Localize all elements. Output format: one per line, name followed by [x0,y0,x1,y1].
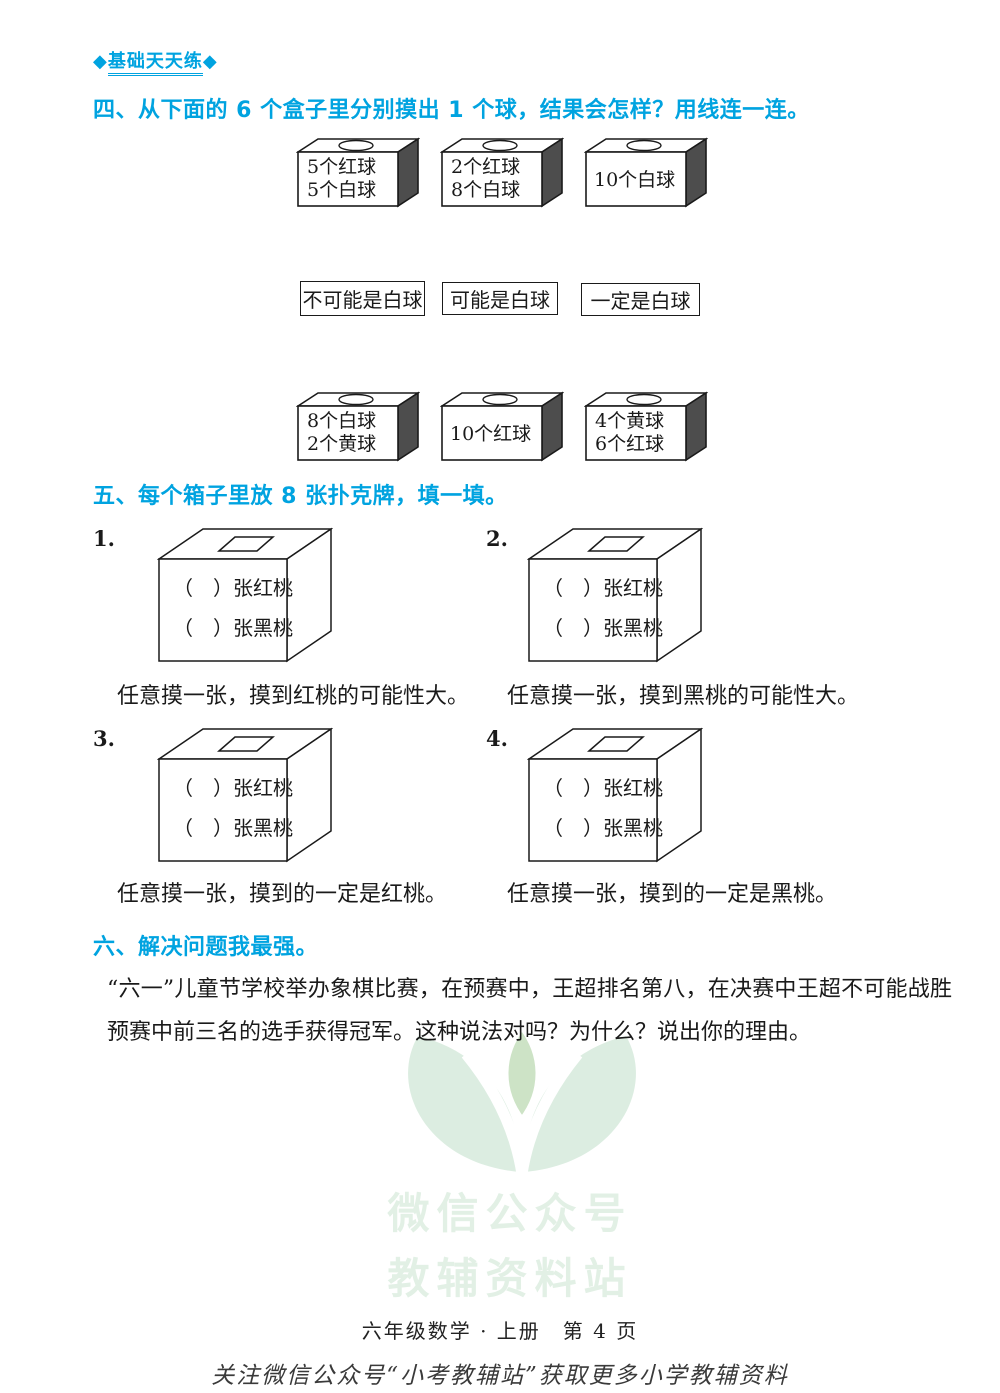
section4-heading: 四、从下面的 6 个盒子里分别摸出 1 个球，结果会怎样？用线连一连。 [93,98,810,123]
diamond-left-icon: ◆ [93,51,108,72]
box-label-line: 6个红球 [595,433,664,455]
item-number: 3. [93,726,115,751]
ball-box-10red: 10个红球 [440,391,564,462]
ball-box-10white: 10个白球 [584,137,708,208]
card-box-4: （ ）张红桃 （ ）张黑桃 [527,727,703,863]
leaf-logo-icon [408,1026,636,1175]
answer-impossible-white: 不可能是白球 [300,281,425,316]
item-number: 2. [486,526,508,551]
header-badge-label: 基础天天练 [107,51,203,76]
cube-label-red: （ ）张红桃 [543,576,663,600]
item-caption: 任意摸一张，摸到的一定是黑桃。 [507,882,838,907]
box-label-line: 2个黄球 [307,433,376,455]
box-label-line: 5个红球 [307,156,376,178]
box-label-line: 8个白球 [307,410,376,432]
section6-heading: 六、解决问题我最强。 [93,935,319,960]
ball-box-4yellow-6red: 4个黄球 6个红球 [584,391,708,462]
item-caption: 任意摸一张，摸到黑桃的可能性大。 [507,684,860,709]
item-caption: 任意摸一张，摸到红桃的可能性大。 [117,684,470,709]
cube-label-black: （ ）张黑桃 [543,816,663,840]
page-footer-info: 六年级数学 · 上册 第 4 页 [361,1319,639,1343]
item-number: 4. [486,726,508,751]
box-label-line: 8个白球 [451,179,520,201]
footer-promo-text: 关注微信公众号“小考教辅站”获取更多小学教辅资料 [211,1363,789,1389]
box-label-line: 4个黄球 [595,410,664,432]
card-box-2: （ ）张红桃 （ ）张黑桃 [527,527,703,663]
box-label-line: 10个红球 [450,423,531,445]
ball-box-8white-2yellow: 8个白球 2个黄球 [296,391,420,462]
box-label-line: 5个白球 [307,179,376,201]
cube-label-black: （ ）张黑桃 [173,616,293,640]
cube-label-black: （ ）张黑桃 [543,616,663,640]
answer-possible-white: 可能是白球 [442,282,558,315]
card-box-1: （ ）张红桃 （ ）张黑桃 [157,527,333,663]
box-label-line: 2个红球 [451,156,520,178]
card-box-3: （ ）张红桃 （ ）张黑桃 [157,727,333,863]
header-badge: ◆基础天天练◆ [93,47,218,76]
cube-label-black: （ ）张黑桃 [173,816,293,840]
ball-box-2red-8white: 2个红球 8个白球 [440,137,564,208]
section6-problem-text: “六一”儿童节学校举办象棋比赛，在预赛中，王超排名第八，在决赛中王超不可能战胜预… [107,977,952,1045]
answer-certain-white: 一定是白球 [581,283,700,316]
item-caption: 任意摸一张，摸到的一定是红桃。 [117,882,448,907]
cube-label-red: （ ）张红桃 [543,776,663,800]
section5-heading: 五、每个箱子里放 8 张扑克牌，填一填。 [93,484,508,509]
cube-label-red: （ ）张红桃 [173,576,293,600]
cube-label-red: （ ）张红桃 [173,776,293,800]
box-label-line: 10个白球 [594,169,675,191]
watermark-text-line2: 教辅资料站 [387,1254,633,1303]
diamond-right-icon: ◆ [202,51,218,72]
ball-box-5red-5white: 5个红球 5个白球 [296,137,420,208]
item-number: 1. [93,526,115,551]
watermark-text-line1: 微信公众号 [387,1189,633,1238]
